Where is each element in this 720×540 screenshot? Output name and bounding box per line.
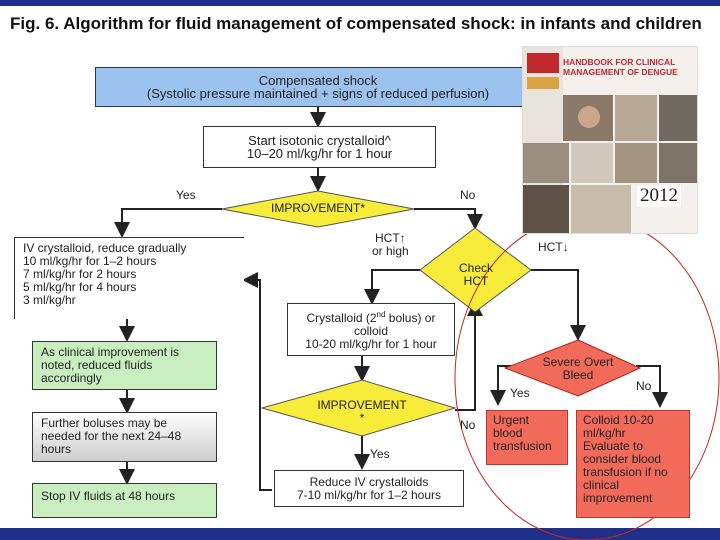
start-crystalloid-box: Start isotonic crystalloid^ 10–20 ml/kg/… [203, 126, 436, 168]
compensated-shock-line1: Compensated shock [258, 73, 378, 88]
crystalloid-bolus-box: Crystalloid (2nd bolus) or colloid 10-20… [287, 303, 455, 356]
check-hct-diamond [419, 227, 532, 313]
colloid-line2: ml/kg/hr [583, 426, 626, 440]
no-label-2: No [460, 418, 476, 432]
further-boluses-text: Further boluses may be needed for the ne… [41, 416, 182, 456]
start-crystalloid-line1: Start isotonic crystalloid^ [248, 133, 391, 148]
iv-line-5: 3 ml/kg/hr [23, 293, 76, 307]
crystalloid-bolus-line2: colloid [353, 324, 389, 338]
cover-title-line2: MANAGEMENT OF DENGUE [563, 67, 678, 77]
yes-label-1: Yes [176, 188, 196, 202]
reduce-line2: 7-10 ml/kg/hr for 1–2 hours [296, 487, 442, 502]
iv-line-4: 5 ml/kg/hr for 4 hours [23, 280, 137, 294]
stop-iv-box: Stop IV fluids at 48 hours [32, 483, 217, 518]
hct-up-line2: or high [372, 244, 409, 258]
handbook-cover: HANDBOOK FOR CLINICAL MANAGEMENT OF DENG… [522, 46, 698, 234]
colloid-line3: Evaluate to consider blood transfusion i… [583, 439, 668, 505]
hct-down-label: HCT↓ [538, 240, 569, 254]
hct-up-line1: HCT↑ [375, 231, 406, 245]
yes-label-3: Yes [510, 386, 530, 400]
urgent-transfusion-box: Urgent blood transfusion [486, 410, 568, 465]
check-hct-label: Check HCT [440, 262, 512, 288]
compensated-shock-box: Compensated shock (Systolic pressure mai… [95, 67, 541, 107]
further-boluses-box: Further boluses may be needed for the ne… [32, 412, 217, 462]
crystalloid-bolus-line3: 10-20 ml/kg/hr for 1 hour [305, 337, 437, 351]
check-line1: Check [458, 261, 493, 275]
top-frame-bar [0, 0, 720, 6]
bottom-frame-bar [0, 528, 720, 540]
severe-bleed-line2: Bleed [562, 368, 594, 382]
crystalloid-bolus-line1: Crystalloid (2nd bolus) or [306, 310, 436, 325]
no-label-3: No [636, 379, 652, 393]
iv-line-3: 7 ml/kg/hr for 2 hours [23, 267, 137, 281]
yes-label-2: Yes [370, 447, 390, 461]
colloid-line1: Colloid 10-20 [583, 413, 654, 427]
hct-up-label: HCT↑ or high [372, 232, 409, 258]
no-label-1: No [460, 188, 476, 202]
improvement-1-label: IMPROVEMENT* [270, 201, 365, 215]
reduce-line1: Reduce IV crystalloids [309, 474, 429, 489]
improvement-diamond-1 [221, 190, 415, 228]
cover-title: HANDBOOK FOR CLINICAL MANAGEMENT OF DENG… [563, 57, 678, 77]
severe-bleed-diamond [503, 339, 642, 397]
iv-line-2: 10 ml/kg/hr for 1–2 hours [23, 254, 157, 268]
improvement-2-text: IMPROVEMENT [317, 398, 407, 412]
compensated-shock-line2: (Systolic pressure maintained + signs of… [146, 86, 490, 101]
clinical-improvement-box: As clinical improvement is noted, reduce… [32, 341, 217, 390]
urgent-transfusion-text: Urgent blood transfusion [493, 413, 552, 453]
colloid-box: Colloid 10-20 ml/kg/hr Evaluate to consi… [576, 410, 690, 518]
clinical-improvement-text: As clinical improvement is noted, reduce… [41, 345, 180, 385]
cover-year: 2012 [637, 185, 681, 207]
reduce-crystalloids-box: Reduce IV crystalloids 7-10 ml/kg/hr for… [274, 470, 464, 507]
stop-iv-text: Stop IV fluids at 48 hours [41, 489, 176, 503]
cover-title-line1: HANDBOOK FOR CLINICAL [563, 57, 676, 67]
check-line2: HCT [463, 274, 489, 288]
severe-bleed-label: Severe Overt Bleed [530, 356, 626, 382]
start-crystalloid-line2: 10–20 ml/kg/hr for 1 hour [246, 146, 393, 161]
cover-photo-collage [523, 47, 697, 233]
severe-bleed-line1: Severe Overt [542, 355, 614, 369]
iv-crystalloid-box: IV crystalloid, reduce gradually 10 ml/k… [14, 237, 244, 319]
improvement-diamond-2 [260, 379, 457, 437]
figure-title: Fig. 6. Algorithm for fluid management o… [10, 14, 702, 33]
iv-line-1: IV crystalloid, reduce gradually [23, 241, 187, 255]
improvement-2-star: * [359, 411, 365, 425]
improvement-2-label: IMPROVEMENT * [300, 399, 424, 425]
